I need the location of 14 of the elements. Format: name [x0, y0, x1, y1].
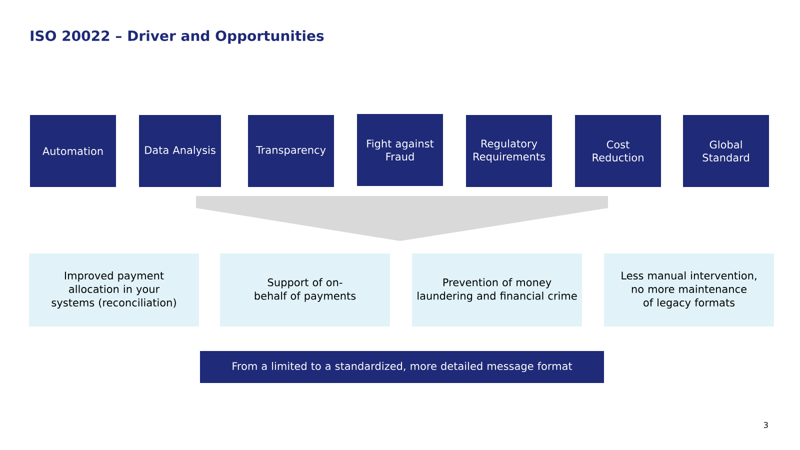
process-box: Cost Reduction [575, 115, 661, 187]
process-box: Automation [30, 115, 116, 187]
page-number: 3 [764, 422, 768, 428]
process-box: Fight against Fraud [357, 114, 443, 186]
benefit-box: Prevention of money laundering and financial crime [412, 254, 582, 326]
process-box: Transparency [248, 115, 334, 187]
process-box: Global Standard [683, 115, 769, 187]
benefit-box: Less manual intervention, no more maintenance of legacy formats [604, 254, 774, 326]
title: ISO 20022 – Driver and Opportunities [30, 30, 324, 44]
benefit-box: Support of on-behalf of payments [220, 254, 390, 326]
process-box: Regulatory Requirements [466, 115, 552, 187]
summary-banner: From a limited to a standardized, more detailed message format [200, 351, 604, 383]
process-box: Data Analysis [139, 115, 221, 187]
benefit-box: Improved payment allocation in your systems (reconciliation) [29, 254, 199, 326]
